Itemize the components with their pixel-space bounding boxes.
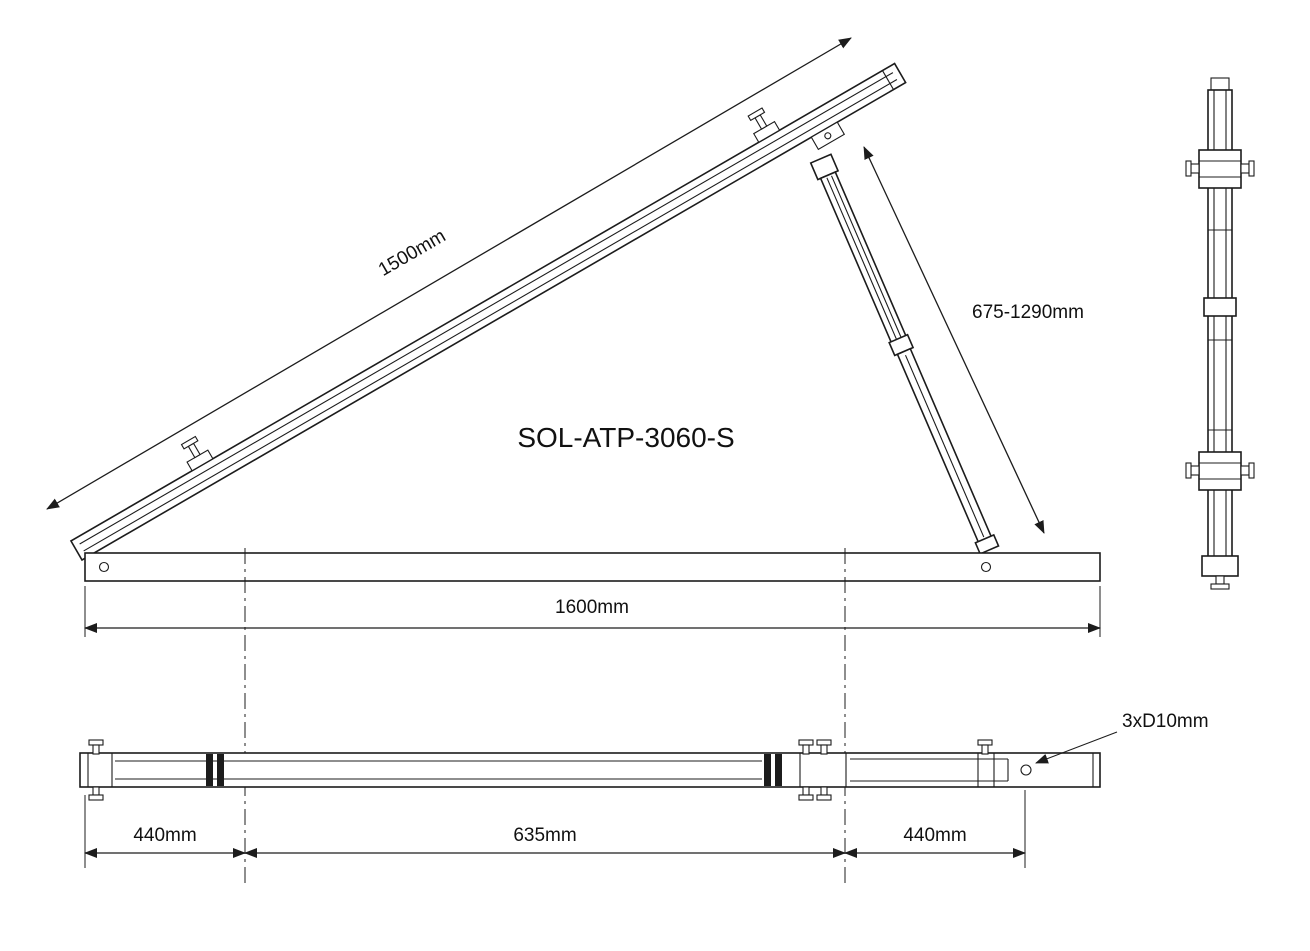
side-view-foot [1201,555,1239,590]
dimension-leg-range: 675-1290mm [863,146,1084,534]
leg-range-label: 675-1290mm [972,302,1084,323]
bottom-view: 3xD10mm 440mm 635mm 440mm [79,711,1209,868]
segment-middle-label: 635mm [513,825,576,846]
d10-hole-icon [1020,764,1032,776]
segment-left-label: 440mm [133,825,196,846]
front-view: SOL-ATP-3060-S 1500mm 675-1290mm 1600mm [46,37,1101,637]
side-view [1185,77,1255,590]
t-bolt-icon [88,739,993,755]
model-label: SOL-ATP-3060-S [517,422,734,453]
tilt-rail [69,62,907,562]
pivot-band [217,754,224,786]
side-view-collar [1203,297,1237,317]
dimension-base-length: 1600mm [84,586,1101,637]
pivot-band [764,754,771,786]
hole-note-label: 3xD10mm [1122,711,1209,732]
base-hole-icon [98,561,110,573]
side-view-lower-clamp [1185,451,1255,491]
segment-right-label: 440mm [903,825,966,846]
base-rail [84,552,1101,582]
base-length-label: 1600mm [555,597,629,618]
base-hole-icon [980,561,992,573]
pivot-band [775,754,782,786]
hole-annotation: 3xD10mm [1035,711,1209,764]
side-view-upper-clamp [1185,149,1255,189]
dimension-segments: 440mm 635mm 440mm [84,790,1026,868]
support-leg [809,153,1000,555]
rail-length-label: 1500mm [375,226,449,281]
pivot-band [206,754,213,786]
t-bolt-icon [88,786,832,801]
